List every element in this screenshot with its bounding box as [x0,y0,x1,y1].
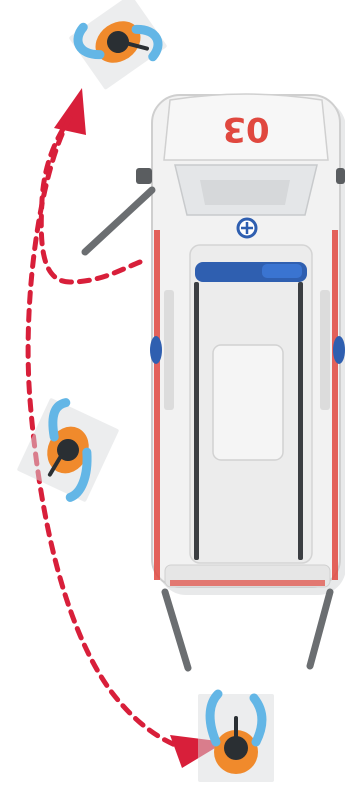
roof-rail-left [194,282,199,560]
rear-door-right [310,592,330,666]
front-door-open [85,190,152,252]
stripe-right [332,230,338,580]
person-top [69,0,168,90]
roof-number: 03 [222,109,269,149]
stripe-left [154,230,160,580]
mirror-right [336,168,345,184]
roof-rail-right [298,282,303,560]
arrowhead-top [54,88,86,135]
ambulance: 03 [85,94,345,668]
person-bottom [198,694,274,782]
mirror-left [136,168,152,184]
rear-door-left [165,592,188,668]
